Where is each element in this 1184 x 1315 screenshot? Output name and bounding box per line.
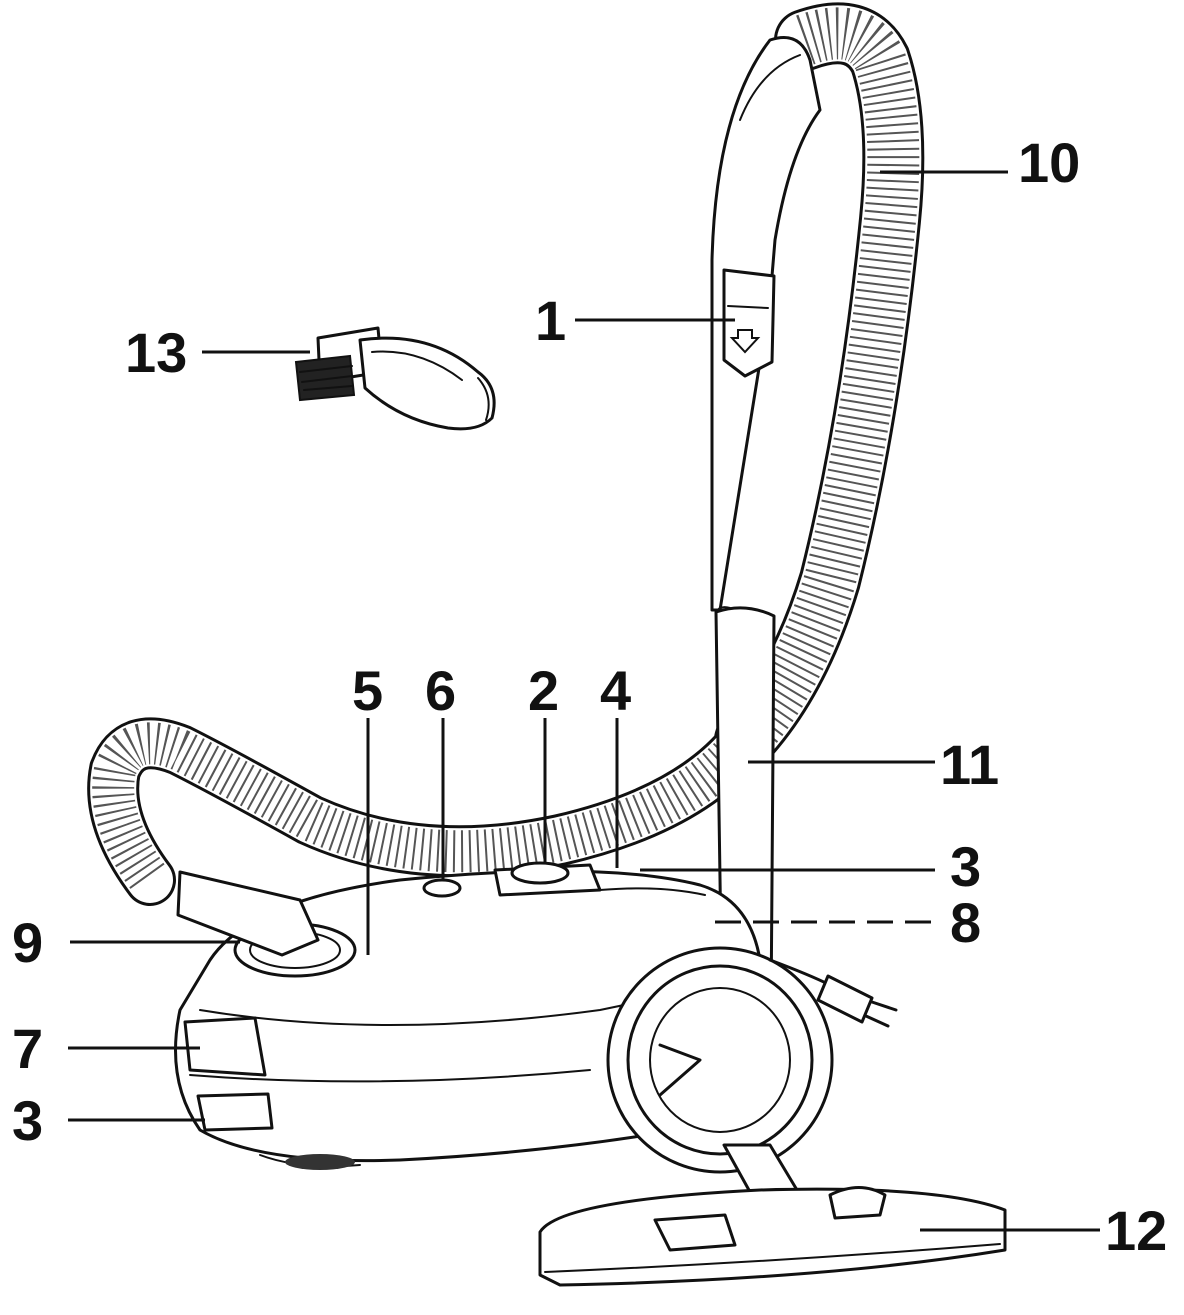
- callout-5: 5: [352, 659, 383, 722]
- arrow-down-icon: [729, 329, 761, 354]
- callout-12: 12: [1105, 1199, 1167, 1262]
- callout-13: 13: [125, 321, 187, 384]
- callout-labels: 13 1 10 5 6 2 4 11 3 8 9 7 3 12: [12, 131, 1167, 1262]
- callout-3b: 3: [12, 1089, 43, 1152]
- callout-6: 6: [425, 659, 456, 722]
- callout-9: 9: [12, 911, 43, 974]
- power-cord: [768, 958, 898, 1028]
- hose: [87, 2, 925, 906]
- handle: [710, 36, 822, 612]
- power-plug-icon: [816, 974, 898, 1028]
- brush-nozzle-accessory: [294, 326, 496, 431]
- callout-3a: 3: [950, 835, 981, 898]
- callout-11: 11: [940, 733, 999, 796]
- callout-1: 1: [535, 289, 566, 352]
- callout-7: 7: [12, 1017, 43, 1080]
- callout-2: 2: [528, 659, 559, 722]
- floor-nozzle: [538, 1143, 1007, 1287]
- leader-lines: [68, 170, 1100, 1232]
- rear-wheel: [606, 946, 834, 1174]
- callout-8: 8: [950, 891, 981, 954]
- callout-4: 4: [600, 659, 631, 722]
- callout-10: 10: [1018, 131, 1080, 194]
